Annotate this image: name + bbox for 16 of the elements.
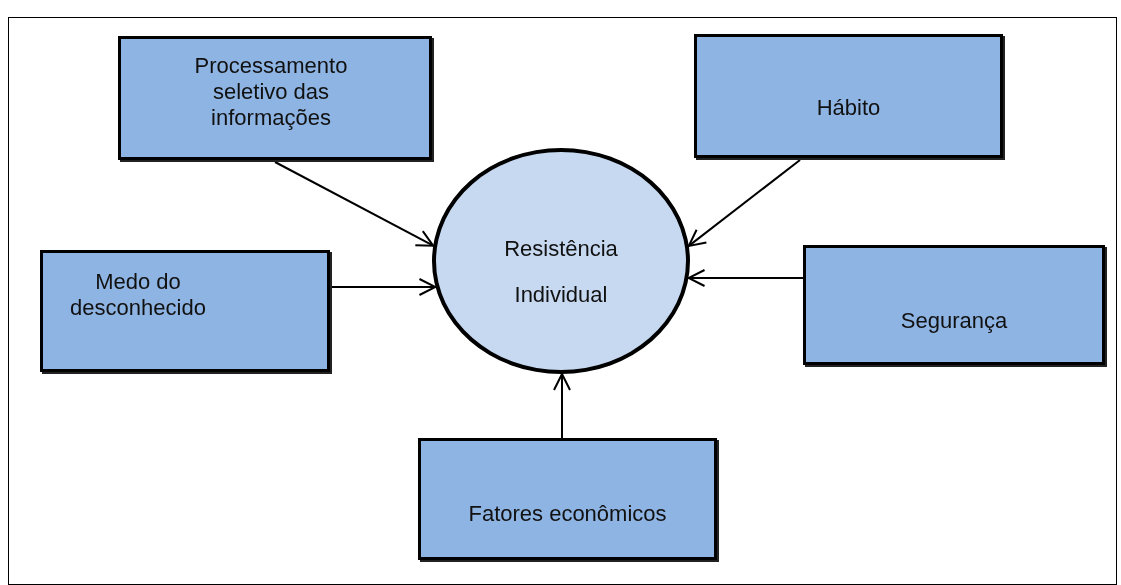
- arrow: [274, 161, 435, 247]
- node-label: Hábito: [815, 95, 882, 121]
- arrow: [329, 278, 437, 296]
- process-box: [694, 34, 1003, 158]
- node-label: Resistência Individual: [503, 235, 619, 309]
- process-box: [118, 36, 432, 160]
- arrow: [553, 373, 571, 439]
- node-label: Segurança: [899, 308, 1009, 334]
- process-box: [418, 438, 717, 560]
- arrow: [687, 159, 801, 247]
- node-label: Medo do desconhecido: [69, 269, 207, 321]
- node-label: Fatores econômicos: [467, 501, 668, 527]
- node-label: Processamento seletivo das informações: [193, 53, 349, 131]
- process-box: [803, 245, 1105, 365]
- process-box: [40, 250, 330, 372]
- arrow: [687, 269, 804, 287]
